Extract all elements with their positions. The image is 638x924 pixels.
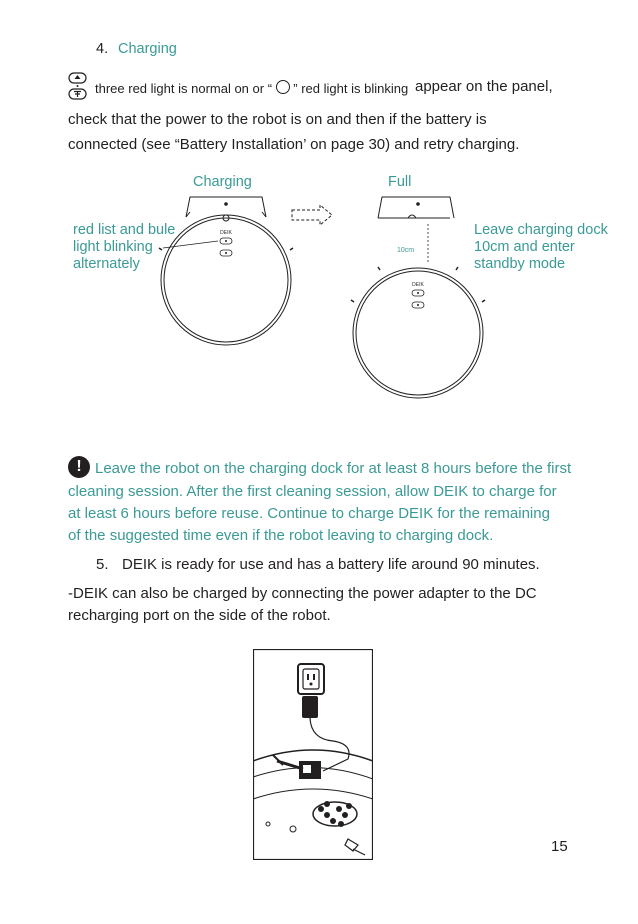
warning-line-2: cleaning session. After the first cleani… — [68, 483, 557, 500]
warning-line-3: at least 6 hours before reuse. Continue … — [68, 505, 550, 522]
panel-sentence-part2: ” red light is blinking — [293, 81, 409, 96]
right-note-line: standby mode — [474, 256, 566, 272]
panel-sentence-part1: three red light is normal on or “ — [95, 81, 273, 96]
left-note-line: alternately — [73, 256, 140, 272]
section-4-title: Charging — [118, 41, 177, 57]
right-note: Leave charging dock 10cm and enter stand… — [474, 222, 608, 273]
figure-label-full: Full — [388, 174, 412, 190]
check-line-2: connected (see “Battery Installation’ on… — [68, 136, 520, 153]
page-number: 15 — [551, 838, 568, 855]
charging-dock-left — [185, 196, 267, 222]
robot-side-view — [253, 749, 373, 856]
callout-line — [162, 240, 219, 249]
right-note-line: 10cm and enter — [474, 239, 575, 255]
charging-diagram: DEIK 10cm DEIK — [158, 196, 486, 399]
warning-line-1: Leave the robot on the charging dock for… — [95, 460, 572, 477]
figure-label-charging: Charging — [193, 174, 252, 190]
warning-line-4: of the suggested time even if the robot … — [68, 527, 494, 544]
right-note-line: Leave charging dock — [474, 222, 608, 238]
panel-sentence-part3: appear on the panel, — [415, 78, 553, 95]
robot-brand-left: DEIK — [220, 230, 232, 236]
distance-label: 10cm — [397, 247, 414, 254]
robot-left: DEIK — [158, 214, 294, 346]
panel-status-sentence: three red light is normal on or “ ” red … — [95, 80, 408, 96]
power-ring-icon — [275, 80, 290, 94]
robot-right: DEIK — [350, 266, 486, 399]
check-line-1: check that the power to the robot is on … — [68, 111, 487, 128]
robot-brand-right: DEIK — [412, 282, 424, 288]
left-note-line: red list and bule — [73, 222, 176, 238]
dashed-arrow-icon — [291, 203, 333, 227]
wall-outlet-icon — [297, 663, 325, 695]
left-note: red list and bule light blinking alterna… — [73, 222, 175, 273]
adapter-line-1: -DEIK can also be charged by connecting … — [68, 585, 537, 602]
power-adapter-illustration — [253, 649, 373, 860]
warning-icon: ! — [68, 456, 90, 478]
adapter-line-2: recharging port on the side of the robot… — [68, 607, 331, 624]
section-5-text: DEIK is ready for use and has a battery … — [122, 556, 540, 573]
section-5-number: 5. — [96, 556, 109, 573]
section-4-number: 4. — [96, 41, 109, 57]
left-note-line: light blinking — [73, 239, 153, 255]
charging-dock-right — [377, 196, 455, 264]
panel-buttons-icon — [67, 72, 89, 105]
